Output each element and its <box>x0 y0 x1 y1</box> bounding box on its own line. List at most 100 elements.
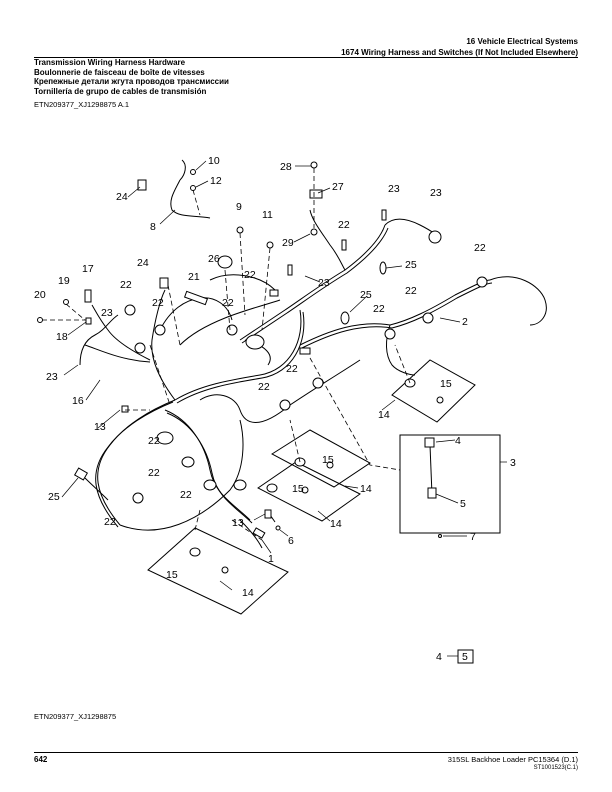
callout-1: 1 <box>268 553 274 565</box>
callout-7: 7 <box>470 531 476 543</box>
dash-leader <box>65 303 86 321</box>
sensor-1 <box>252 527 266 539</box>
callout-17: 17 <box>82 263 94 275</box>
dash-leader <box>224 269 231 331</box>
harness-wire <box>151 289 176 401</box>
clip-22 <box>476 276 488 288</box>
harness-wire <box>84 344 151 363</box>
callout-13: 13 <box>232 517 244 529</box>
callout-27: 27 <box>332 181 344 193</box>
clip-22 <box>124 304 136 316</box>
callout-10: 10 <box>208 155 220 167</box>
dash-leader <box>149 344 171 406</box>
callout-22: 22 <box>120 279 132 291</box>
callout-26: 26 <box>208 253 220 265</box>
callout-4: 4 <box>455 435 461 447</box>
title-ru: Крепежные детали жгута проводов трансмис… <box>34 77 229 86</box>
callout-22: 22 <box>148 435 160 447</box>
nut-9 <box>236 226 244 234</box>
title-fr: Boulonnerie de faisceau de boîte de vite… <box>34 67 205 77</box>
harness-wire <box>170 179 211 219</box>
fastener-13 <box>121 405 129 413</box>
dash-leader <box>239 232 246 316</box>
callout-23: 23 <box>430 187 442 199</box>
callout-23: 23 <box>318 277 330 289</box>
clip-22 <box>226 324 238 336</box>
connector <box>299 347 311 355</box>
detail-box-14d <box>391 359 476 423</box>
nut-29 <box>310 228 318 236</box>
tie-15 <box>301 486 309 494</box>
callout-8: 8 <box>150 221 156 233</box>
clip-22 <box>422 312 434 324</box>
callout-29: 29 <box>282 237 294 249</box>
harness-wire <box>84 477 109 501</box>
page-number: 642 <box>34 755 48 764</box>
harness-wire <box>79 314 119 366</box>
bracket-24 <box>137 179 147 191</box>
section-title: 16 Vehicle Electrical Systems <box>466 37 578 46</box>
dash-leader <box>261 247 271 331</box>
nut-18 <box>85 317 92 325</box>
pin-7 <box>438 534 442 538</box>
bracket-24b <box>159 277 169 289</box>
harness-wire <box>179 159 186 181</box>
tie-15 <box>221 566 229 574</box>
callout-14: 14 <box>242 587 254 599</box>
clip-22 <box>279 399 291 411</box>
harness-wire <box>239 519 263 549</box>
clip-22 <box>132 492 144 504</box>
bolt-11 <box>266 241 274 249</box>
callout-24: 24 <box>137 257 149 269</box>
harness-wire <box>489 276 547 326</box>
connector-17 <box>84 289 92 303</box>
detail-box-14c <box>271 429 371 488</box>
callout-22: 22 <box>104 516 116 528</box>
callout-24: 24 <box>116 191 128 203</box>
callout-23: 23 <box>46 371 58 383</box>
callout-22: 22 <box>373 303 385 315</box>
harness-wire <box>299 279 491 346</box>
tie-15 <box>326 461 334 469</box>
callout-9: 9 <box>236 201 242 213</box>
figure-reference-top: ETN209377_XJ1298875 A.1 <box>34 100 130 109</box>
callout-22: 22 <box>258 381 270 393</box>
callout-3: 3 <box>510 457 516 469</box>
dash-leader <box>192 189 201 216</box>
grommet-23 <box>428 230 442 244</box>
fastener-13 <box>264 509 272 519</box>
callout-14: 14 <box>378 409 390 421</box>
harness-wire <box>164 409 251 521</box>
clip-27 <box>309 189 323 199</box>
callout-14: 14 <box>330 518 342 530</box>
harness-wire <box>429 444 433 496</box>
callout-14: 14 <box>360 483 372 495</box>
document-code: ST1001523(C.1) <box>533 765 578 771</box>
legend-box <box>457 649 474 664</box>
dash-leader <box>167 284 181 346</box>
callout-13: 13 <box>94 421 106 433</box>
callout-15: 15 <box>292 483 304 495</box>
grommet <box>217 255 233 269</box>
callout-21: 21 <box>188 271 200 283</box>
clip-22 <box>154 324 166 336</box>
clip-15 <box>266 483 278 493</box>
figure-titles: Transmission Wiring Harness Hardware Bou… <box>34 58 229 96</box>
callout-22: 22 <box>405 285 417 297</box>
callout-25: 25 <box>48 491 60 503</box>
bolt-28 <box>310 161 318 169</box>
detail-box-14a <box>147 527 289 615</box>
title-en: Transmission Wiring Harness Hardware <box>34 58 186 67</box>
harness-wire <box>241 227 389 344</box>
callout-19: 19 <box>58 275 70 287</box>
clip-15 <box>189 547 201 557</box>
title-es: Tornillería de grupo de cables de transm… <box>34 86 207 96</box>
harness-wire <box>179 299 281 346</box>
callout-22: 22 <box>244 269 256 281</box>
callout-16: 16 <box>72 395 84 407</box>
callout-23: 23 <box>388 183 400 195</box>
callout-25: 25 <box>360 289 372 301</box>
screw-6 <box>275 525 281 531</box>
callout-15: 15 <box>440 378 452 390</box>
grommet-22 <box>156 431 174 445</box>
